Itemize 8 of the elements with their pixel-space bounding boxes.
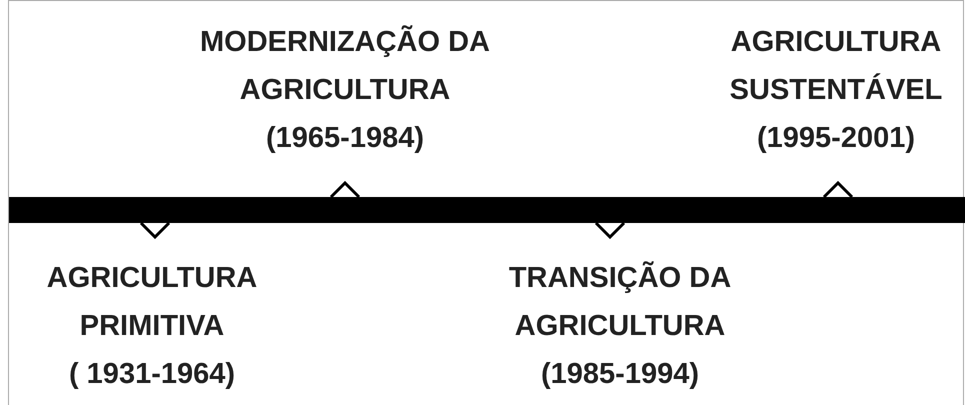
milestone-title: AGRICULTURA PRIMITIVA — [46, 261, 258, 344]
date-range: (1965-1984) — [265, 121, 425, 156]
milestone-title: TRANSIÇÃO DA AGRICULTURA — [508, 260, 732, 344]
milestone-title: MODERNIZAÇÃO DA AGRICULTURA — [199, 24, 491, 108]
date-range: (1985-1994) — [540, 357, 700, 392]
date-range: (1995-2001) — [756, 121, 916, 156]
date-range: ( 1931-1964) — [68, 357, 236, 392]
milestone-title: AGRICULTURA SUSTENTÁVEL — [728, 25, 944, 108]
